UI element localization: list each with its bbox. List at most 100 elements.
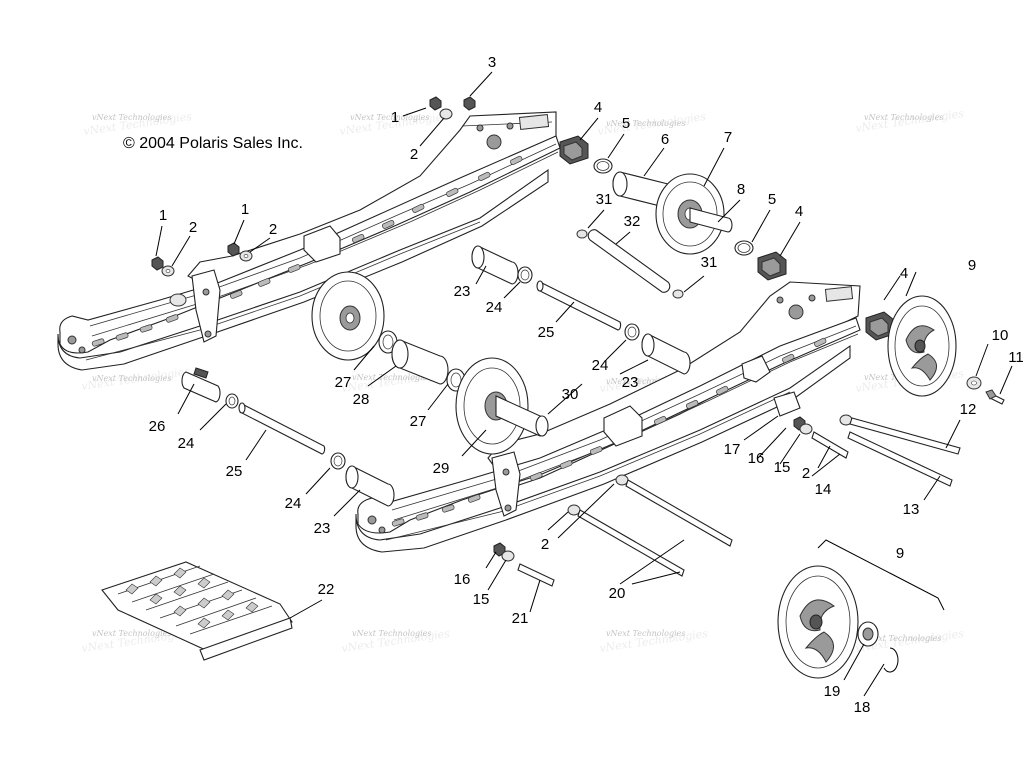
right-rail — [355, 281, 861, 553]
part-label-2: 2 — [541, 536, 549, 553]
part-label-1: 1 — [391, 109, 399, 126]
watermark-text: vNext Technologies — [606, 119, 685, 128]
left-rail-block — [303, 225, 341, 263]
middle-shaft-assembly — [471, 245, 691, 375]
watermark-text: vNext Technologies — [92, 374, 171, 383]
part-label-24: 24 — [592, 357, 609, 374]
part-label-24: 24 — [486, 299, 503, 316]
part-label-2: 2 — [410, 146, 418, 163]
center-wheel-assembly — [455, 357, 549, 455]
wheel-shaft — [689, 207, 733, 233]
watermark-text: vNext Technologies — [92, 629, 171, 638]
part-label-20: 20 — [609, 585, 626, 602]
part-label-22: 22 — [318, 581, 335, 598]
slide-insert — [101, 561, 293, 653]
part-label-21: 21 — [512, 610, 529, 627]
long-bolts — [773, 391, 961, 487]
part-label-8: 8 — [737, 181, 745, 198]
part-label-15: 15 — [774, 459, 791, 476]
watermark-text: vNext Technologies — [862, 634, 941, 643]
part-label-9: 9 — [896, 545, 904, 562]
part-label-11: 11 — [1008, 349, 1024, 366]
part-label-4: 4 — [795, 203, 803, 220]
long-bolt — [847, 431, 953, 487]
part-label-18: 18 — [854, 699, 871, 716]
fasteners-top — [151, 96, 476, 277]
part-label-3: 3 — [488, 54, 496, 71]
washer — [672, 289, 684, 299]
right-rail-bracket — [487, 281, 861, 489]
left-rail — [57, 111, 561, 371]
part-label-6: 6 — [661, 131, 669, 148]
part-label-12: 12 — [960, 401, 977, 418]
part-number-labels: 1 3 2 1 2 1 2 4 5 6 7 8 5 4 31 32 31 23 … — [149, 54, 1024, 716]
part-label-2: 2 — [269, 221, 277, 238]
part-label-14: 14 — [815, 481, 832, 498]
left-rail-plate — [191, 269, 221, 343]
watermark-text: vNext Technologies — [350, 113, 429, 122]
left-lower-shaft-assembly — [181, 367, 395, 507]
left-rail-pivot — [486, 134, 502, 150]
detail-wheel-assembly — [777, 539, 945, 679]
right-rail-slide — [355, 344, 851, 553]
part-label-31: 31 — [596, 191, 613, 208]
long-bolt — [625, 479, 733, 547]
part-label-7: 7 — [724, 129, 732, 146]
part-label-24: 24 — [178, 435, 195, 452]
part-label-1: 1 — [159, 207, 167, 224]
part-label-9: 9 — [968, 257, 976, 274]
part-label-19: 19 — [824, 683, 841, 700]
part-label-31: 31 — [701, 254, 718, 271]
part-label-23: 23 — [314, 520, 331, 537]
cross-shaft-32 — [576, 229, 684, 299]
part-label-15: 15 — [473, 591, 490, 608]
part-label-16: 16 — [748, 450, 765, 467]
part-label-27: 27 — [335, 374, 352, 391]
lower-bolts — [493, 474, 733, 587]
part-label-28: 28 — [353, 391, 370, 408]
left-mid-wheel-assembly — [311, 271, 466, 392]
part-label-25: 25 — [226, 463, 243, 480]
watermark-text: vNext Technologies — [92, 113, 171, 122]
part-label-26: 26 — [149, 418, 166, 435]
bolt — [517, 563, 555, 587]
right-rear-wheel-assembly — [887, 295, 1005, 405]
part-label-10: 10 — [992, 327, 1009, 344]
bolt — [811, 431, 849, 459]
watermark-text: vNext Technologies — [606, 629, 685, 638]
washer — [576, 229, 588, 239]
cross-shaft — [587, 229, 671, 293]
copyright-notice: © 2004 Polaris Sales Inc. — [123, 135, 303, 152]
washer — [501, 550, 515, 562]
part-label-29: 29 — [433, 460, 450, 477]
nut — [429, 96, 442, 111]
left-rail-slide — [57, 168, 549, 371]
end-cap — [757, 251, 787, 281]
end-caps — [559, 135, 895, 341]
washer — [567, 504, 581, 516]
long-bolt — [849, 417, 961, 455]
snap-ring — [883, 647, 899, 673]
part-label-2: 2 — [189, 219, 197, 236]
nut — [463, 96, 476, 111]
part-label-24: 24 — [285, 495, 302, 512]
part-label-4: 4 — [594, 99, 602, 116]
washer — [799, 423, 813, 435]
right-rail-body — [357, 317, 861, 534]
spacer-tube — [181, 371, 221, 403]
axle-shaft — [537, 281, 622, 331]
long-bolt — [577, 509, 685, 577]
part-label-5: 5 — [768, 191, 776, 208]
right-rail-slot — [824, 286, 854, 302]
leader-lines — [155, 71, 1013, 697]
part-label-25: 25 — [538, 324, 555, 341]
upper-wheel-assembly — [593, 158, 754, 256]
part-label-16: 16 — [454, 571, 471, 588]
right-rail-block — [603, 405, 643, 447]
part-label-4: 4 — [900, 265, 908, 282]
nut — [227, 242, 240, 257]
detail-bracket — [817, 539, 945, 611]
watermark-text: vNext Technologies — [352, 373, 431, 382]
watermark-text: vNext Technologies — [352, 629, 431, 638]
